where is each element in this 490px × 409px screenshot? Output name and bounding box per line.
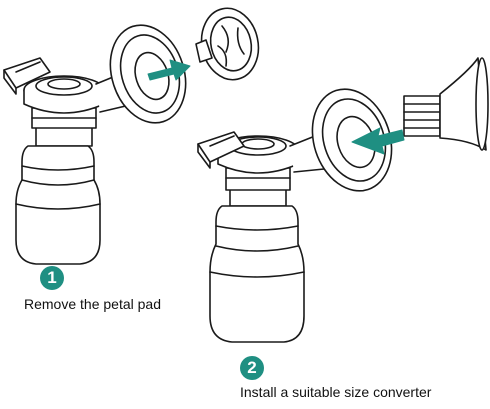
size-converter	[404, 58, 488, 150]
step-2-caption: Install a suitable size converter	[240, 384, 431, 400]
step-2-badge: 2	[240, 356, 264, 380]
step-1-caption: Remove the petal pad	[24, 296, 161, 312]
petal-pad	[195, 3, 265, 85]
breast-pump-2	[198, 58, 488, 342]
bottle-2	[210, 186, 304, 342]
bottle-1	[16, 126, 100, 264]
step-1-badge: 1	[40, 266, 64, 290]
